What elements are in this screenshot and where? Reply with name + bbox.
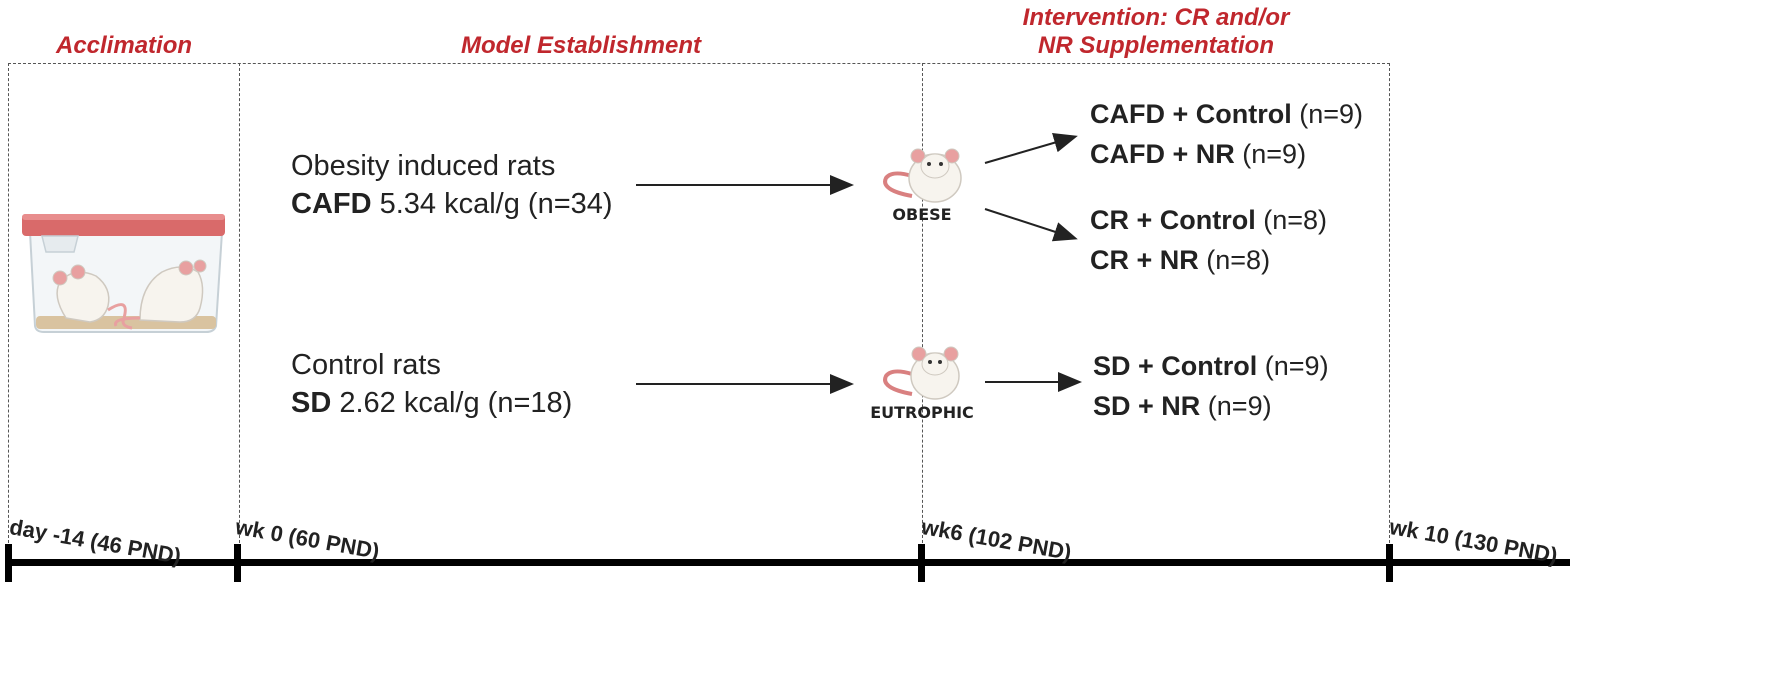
result-n: (n=9) xyxy=(1242,139,1307,169)
eutrophic-rat-icon xyxy=(883,346,960,400)
cage-icon xyxy=(22,214,225,333)
obese-group-diet: CAFD 5.34 kcal/g (n=34) xyxy=(291,185,613,223)
result-item: CR + Control (n=8) xyxy=(1090,200,1327,240)
divider-acclimation-right xyxy=(239,63,240,543)
result-name: CR + Control xyxy=(1090,205,1256,235)
result-name: CR + NR xyxy=(1090,245,1199,275)
result-item: SD + Control (n=9) xyxy=(1093,346,1329,386)
result-name: CAFD + NR xyxy=(1090,139,1235,169)
arrow-obese-to-cafd xyxy=(984,133,1078,164)
result-cr: CR + Control (n=8) CR + NR (n=8) xyxy=(1090,200,1327,280)
result-item: SD + NR (n=9) xyxy=(1093,386,1329,426)
obese-rat-icon xyxy=(883,148,962,203)
arrow-obese-to-cr xyxy=(984,208,1078,242)
obese-diet-detail: 5.34 kcal/g (n=34) xyxy=(379,188,613,220)
result-n: (n=9) xyxy=(1207,391,1272,421)
timeline-tick xyxy=(1386,544,1393,582)
obese-group: Obesity induced rats CAFD 5.34 kcal/g (n… xyxy=(291,147,613,223)
result-name: SD + Control xyxy=(1093,351,1258,381)
phase-intervention-line1: Intervention: CR and/or xyxy=(1022,4,1290,31)
divider-intervention-right xyxy=(1389,63,1390,543)
control-group: Control rats SD 2.62 kcal/g (n=18) xyxy=(291,346,572,422)
obese-label: OBESE xyxy=(892,205,952,224)
result-item: CAFD + Control (n=9) xyxy=(1090,94,1363,134)
result-n: (n=9) xyxy=(1264,351,1329,381)
divider-acclimation-left xyxy=(8,63,9,543)
divider-model-right xyxy=(922,63,923,543)
control-group-diet: SD 2.62 kcal/g (n=18) xyxy=(291,384,572,422)
phase-intervention-line2: NR Supplementation xyxy=(1037,32,1274,59)
timeline-tick xyxy=(918,544,925,582)
result-name: SD + NR xyxy=(1093,391,1201,421)
control-diet-detail: 2.62 kcal/g (n=18) xyxy=(339,387,573,419)
result-sd: SD + Control (n=9) SD + NR (n=9) xyxy=(1093,346,1329,426)
result-item: CAFD + NR (n=9) xyxy=(1090,134,1363,174)
control-diet-name: SD xyxy=(291,387,332,419)
result-n: (n=9) xyxy=(1299,99,1364,129)
result-cafd: CAFD + Control (n=9) CAFD + NR (n=9) xyxy=(1090,94,1363,174)
timeline-tick xyxy=(5,544,12,582)
panel-top-border xyxy=(8,63,1390,64)
obese-diet-name: CAFD xyxy=(291,188,372,220)
phase-model-establishment: Model Establishment xyxy=(460,32,702,59)
result-n: (n=8) xyxy=(1206,245,1271,275)
result-name: CAFD + Control xyxy=(1090,99,1292,129)
phase-intervention: Intervention: CR and/or NR Supplementati… xyxy=(922,4,1390,60)
timeline-axis xyxy=(8,559,1570,566)
timeline-tick xyxy=(234,544,241,582)
eutrophic-label: EUTROPHIC xyxy=(870,403,974,422)
phase-acclimation: Acclimation xyxy=(55,32,193,59)
obese-group-title: Obesity induced rats xyxy=(291,150,556,182)
result-item: CR + NR (n=8) xyxy=(1090,240,1327,280)
result-n: (n=8) xyxy=(1263,205,1328,235)
control-group-title: Control rats xyxy=(291,349,441,381)
